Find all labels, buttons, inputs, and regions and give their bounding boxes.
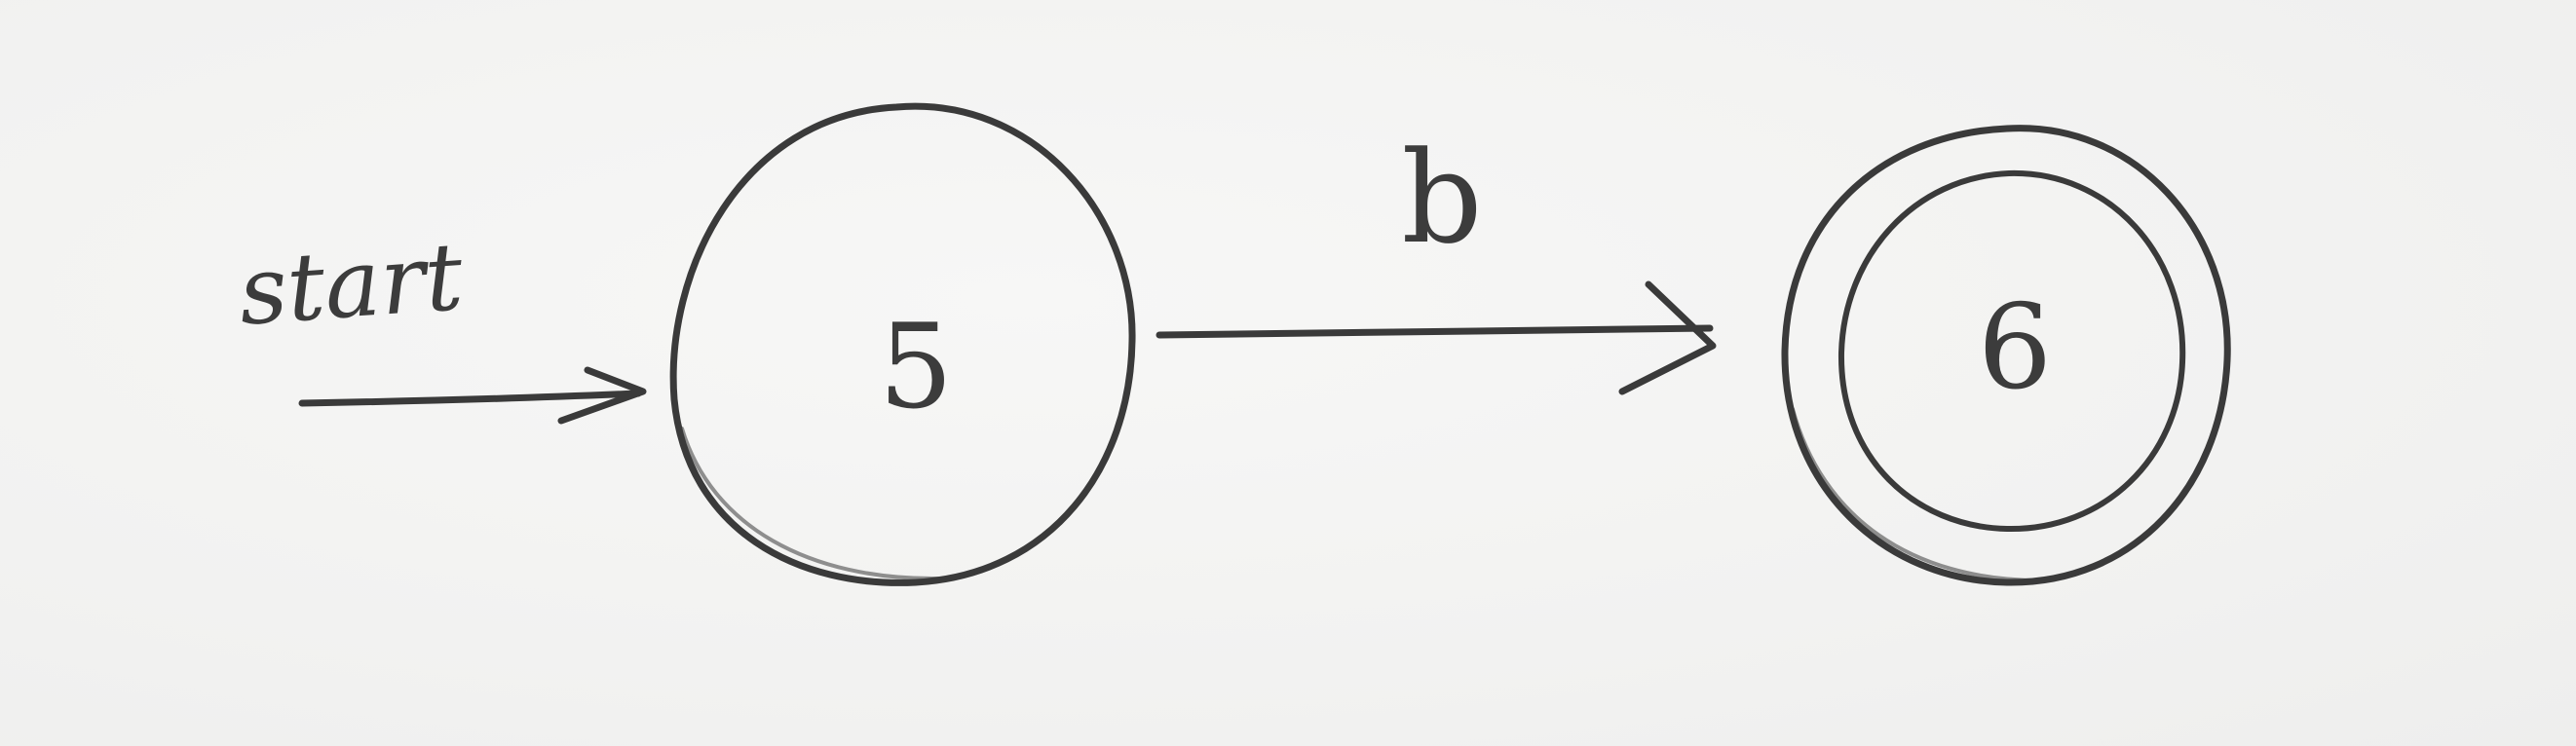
start-label: start — [236, 222, 467, 347]
transition-label-b: b — [1401, 124, 1482, 272]
start-arrow — [298, 366, 647, 425]
transition-5-6: b — [1155, 124, 1717, 395]
state-6: 6 — [1781, 125, 2231, 586]
state-5-label: 5 — [879, 300, 953, 435]
state-6-label: 6 — [1978, 280, 2052, 416]
state-5: 5 — [669, 102, 1136, 586]
